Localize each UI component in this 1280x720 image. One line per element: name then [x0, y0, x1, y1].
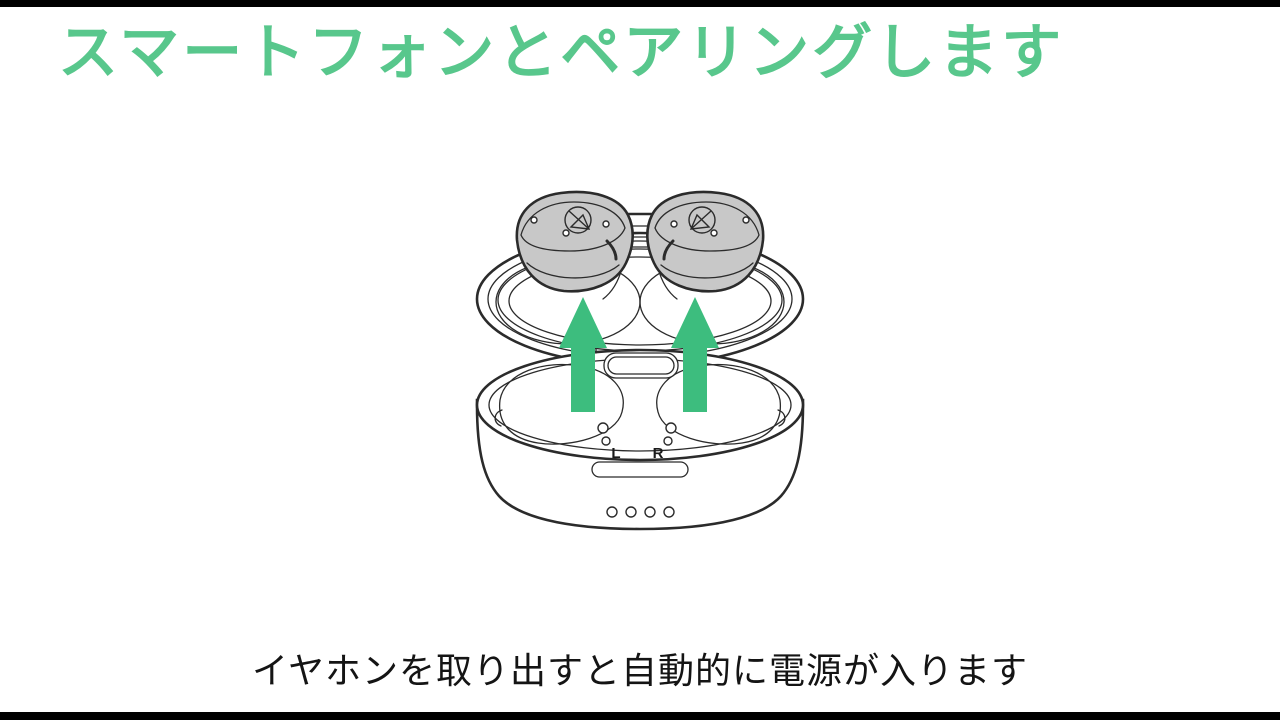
- right-well-label: R: [653, 445, 664, 462]
- left-well-label: L: [611, 445, 620, 462]
- up-arrow-left: [559, 297, 607, 412]
- caption-text: イヤホンを取り出すと自動的に電源が入ります: [252, 650, 1028, 691]
- left-earbud-well: [499, 363, 624, 445]
- right-earbud-well: [656, 363, 781, 445]
- charge-contacts-right: [663, 422, 677, 446]
- up-arrow-right: [671, 297, 719, 412]
- page-title: スマートフォンとペアリングします: [58, 19, 1065, 86]
- letterbox-bottom-bar: [0, 712, 1280, 720]
- charging-case-base: L R: [475, 338, 805, 531]
- hinge-button: [595, 338, 687, 379]
- left-earbud: [515, 190, 635, 293]
- right-earbud: [645, 190, 765, 293]
- led-indicators: [606, 506, 675, 518]
- earbuds-pairing-illustration: L R: [475, 190, 805, 531]
- front-indent: [591, 461, 689, 478]
- letterbox-top-bar: [0, 0, 1280, 7]
- charge-contacts-left: [597, 422, 611, 446]
